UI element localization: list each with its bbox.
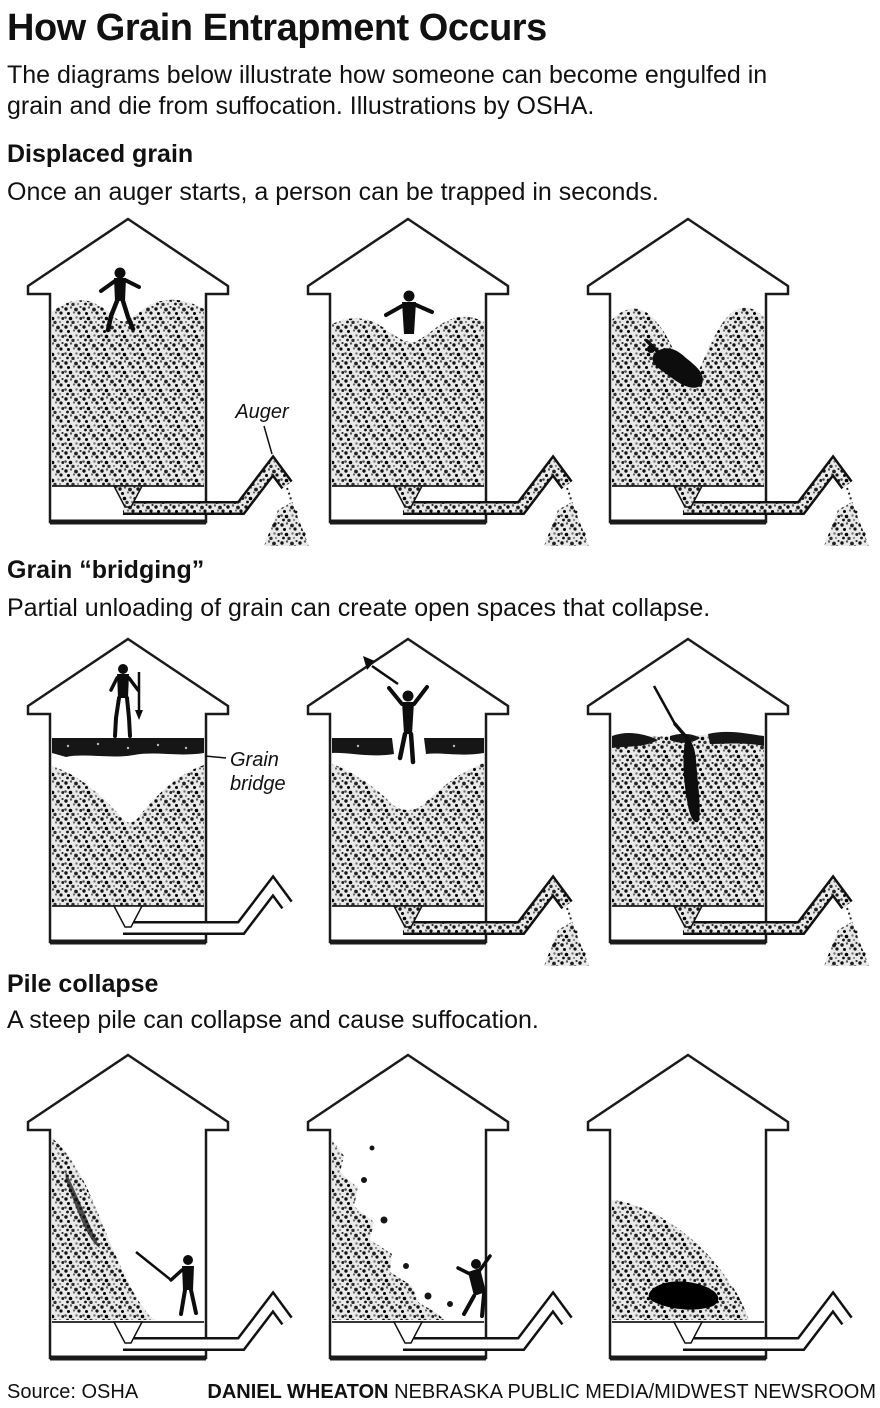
pile-dark-streak: [65, 1172, 100, 1248]
buried-person-silhouette-icon: [648, 1281, 719, 1310]
auger-label: Auger: [234, 401, 290, 455]
bin-diagram-pile-2: [308, 1055, 567, 1358]
grain-bridge-crust: [612, 731, 764, 748]
person-silhouette-icon: [645, 339, 703, 388]
bin-diagram-bridging-2: [308, 639, 590, 967]
grain-bridge-crust: [52, 738, 204, 757]
spill-pile-icon: [823, 907, 870, 967]
byline-name: DANIEL WHEATON: [207, 1381, 389, 1403]
person-silhouette-icon: [456, 1254, 492, 1318]
spill-pile-icon: [263, 487, 310, 547]
section-heading-grain-bridging: Grain “bridging”: [7, 556, 205, 584]
byline-org: NEBRASKA PUBLIC MEDIA/MIDWEST NEWSROOM: [394, 1381, 876, 1403]
person-silhouette-icon: [109, 664, 143, 738]
spill-pile-icon: [823, 487, 870, 547]
grain-mass: [612, 735, 764, 906]
diagram-row-displaced-grain: Auger: [0, 212, 870, 547]
page-title: How Grain Entrapment Occurs: [7, 7, 547, 49]
section-description-pile-collapse: A steep pile can collapse and cause suff…: [7, 1006, 539, 1034]
bin-diagram-bridging-1: [28, 639, 287, 942]
section-description-grain-bridging: Partial unloading of grain can create op…: [7, 594, 711, 622]
label-leader-line: [263, 425, 273, 455]
svg-text:Auger: Auger: [234, 401, 290, 423]
person-silhouette-icon: [652, 685, 700, 823]
byline: DANIEL WHEATON NEBRASKA PUBLIC MEDIA/MID…: [207, 1381, 876, 1404]
grain-pile: [332, 1140, 444, 1320]
bin-diagram-displaced-1: [28, 219, 310, 547]
label-leader-line: [204, 755, 227, 759]
svg-text:bridge: bridge: [230, 773, 286, 795]
diagram-row-pile-collapse: [0, 1040, 880, 1380]
person-silhouette-icon: [135, 1251, 198, 1316]
intro-text: The diagrams below illustrate how someon…: [7, 61, 768, 120]
source-credit: Source: OSHA: [7, 1381, 139, 1403]
spill-pile-icon: [543, 907, 590, 967]
grain-bridge-crust: [332, 738, 484, 756]
grain-pile: [52, 1138, 156, 1320]
person-silhouette-icon: [363, 656, 429, 765]
section-heading-displaced-grain: Displaced grain: [7, 140, 194, 168]
person-silhouette-icon: [384, 290, 434, 334]
grain-bridge-label: Grain bridge: [204, 749, 286, 795]
spill-pile-icon: [543, 487, 590, 547]
grain-mass: [332, 316, 484, 486]
grain-mass: [52, 299, 204, 486]
bin-diagram-displaced-2: [308, 219, 590, 547]
section-heading-pile-collapse: Pile collapse: [7, 970, 159, 998]
diagram-row-grain-bridging: Grain bridge: [0, 636, 870, 967]
grain-pile: [612, 1200, 749, 1320]
bin-diagram-displaced-3: [588, 219, 870, 547]
grain-mass: [52, 765, 204, 906]
bin-diagram-pile-1: [28, 1055, 287, 1358]
falling-grain-chunks: [361, 1145, 453, 1307]
bin-diagram-bridging-3: [588, 639, 870, 967]
grain-mass: [612, 307, 764, 486]
svg-text:Grain: Grain: [230, 749, 279, 771]
section-description-displaced-grain: Once an auger starts, a person can be tr…: [7, 178, 659, 206]
person-silhouette-icon: [99, 267, 141, 333]
grain-mass: [332, 763, 484, 906]
bin-diagram-pile-3: [588, 1055, 847, 1358]
footer: Source: OSHA DANIEL WHEATON NEBRASKA PUB…: [7, 1381, 876, 1404]
